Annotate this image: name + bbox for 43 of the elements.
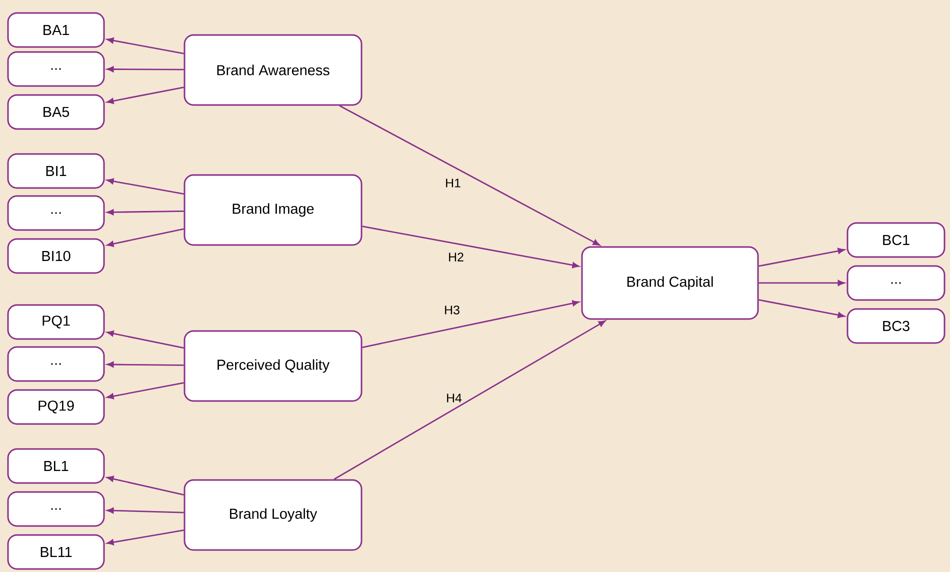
edge-label: H2 (447, 252, 465, 262)
indicator-box: BC3 (846, 308, 946, 344)
arrow (106, 209, 184, 216)
indicator-box: BC1 (846, 222, 946, 258)
edge-label: H1 (444, 178, 462, 188)
arrow (334, 320, 606, 480)
indicator-box: BA1 (7, 12, 105, 48)
indicator-box: BI1 (7, 153, 105, 189)
arrow (106, 38, 184, 54)
arrow (106, 362, 184, 368)
arrow (106, 476, 184, 496)
arrow (106, 66, 184, 72)
indicator-box: BI10 (7, 238, 105, 274)
arrow (758, 280, 845, 286)
arrow (758, 299, 845, 318)
indicator-box: ... (846, 265, 946, 301)
indicator-box: BL1 (7, 448, 105, 484)
arrow (106, 508, 184, 514)
construct-box: Brand Awareness (184, 34, 362, 106)
edge-label: H3 (443, 304, 461, 316)
indicator-box: BL11 (7, 534, 105, 570)
arrow (362, 300, 580, 348)
arrow (758, 248, 845, 267)
indicator-box: PQ1 (7, 304, 105, 340)
arrow (106, 178, 184, 195)
arrow (339, 105, 600, 246)
construct-box: Perceived Quality (184, 330, 362, 402)
indicator-box: ... (7, 491, 105, 527)
arrow (106, 86, 184, 104)
construct-box: Brand Loyalty (184, 479, 362, 551)
arrow (362, 226, 580, 268)
arrow (106, 228, 184, 247)
arrow (106, 382, 184, 400)
indicator-box: BA5 (7, 94, 105, 130)
indicator-box: ... (7, 195, 105, 231)
indicator-box: PQ19 (7, 389, 105, 425)
construct-box: Brand Capital (581, 246, 759, 320)
arrow (106, 530, 184, 546)
construct-box: Brand Image (184, 174, 362, 246)
edge-label: H4 (445, 392, 463, 404)
indicator-box: ... (7, 346, 105, 382)
indicator-box: ... (7, 51, 105, 87)
arrow (106, 330, 184, 349)
